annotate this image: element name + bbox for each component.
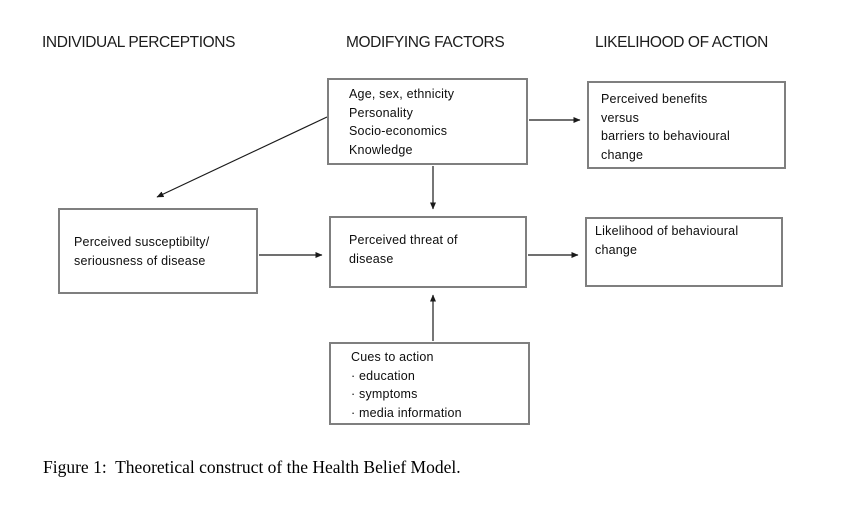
box-likelihood: Likelihood of behavioural change [585,217,783,287]
box-threat-line: Perceived threat of [349,233,458,247]
box-susceptibility-line: Perceived susceptibilty/ [74,235,210,249]
arrow-demographics-to-susceptibility [156,116,328,198]
box-benefits-line: Perceived benefits [601,92,708,106]
box-demographics-line: Socio-economics [349,124,448,138]
box-demographics-line: Knowledge [349,142,413,157]
box-susceptibility: Perceived susceptibilty/ seriousness of … [58,208,258,294]
box-benefits-line: change [601,147,644,162]
box-demographics-line: Personality [349,105,414,120]
box-benefits-line: barriers to behavioural [601,129,730,143]
box-demographics: Age, sex, ethnicity Personality Socio-ec… [327,78,528,165]
figure-caption: Figure 1: Theoretical construct of the H… [43,457,461,477]
box-cues-line: · media information [351,405,462,420]
header-individual-perceptions: INDIVIDUAL PERCEPTIONS [42,34,236,51]
box-threat: Perceived threat of disease [329,216,527,288]
box-cues-line: · education [351,368,416,383]
header-modifying-factors: MODIFYING FACTORS [346,34,505,51]
header-likelihood-of-action: LIKELIHOOD OF ACTION [595,34,768,51]
box-threat-line: disease [349,251,394,266]
box-demographics-line: Age, sex, ethnicity [349,87,455,101]
box-likelihood-line: Likelihood of behavioural [595,224,739,238]
box-cues-line: · symptoms [351,387,418,401]
box-cues: Cues to action · education · symptoms · … [329,342,530,425]
box-benefits-line: versus [601,110,640,125]
box-susceptibility-line: seriousness of disease [74,253,206,268]
box-benefits: Perceived benefits versus barriers to be… [587,81,786,169]
box-likelihood-line: change [595,242,638,257]
box-cues-line: Cues to action [351,350,434,364]
